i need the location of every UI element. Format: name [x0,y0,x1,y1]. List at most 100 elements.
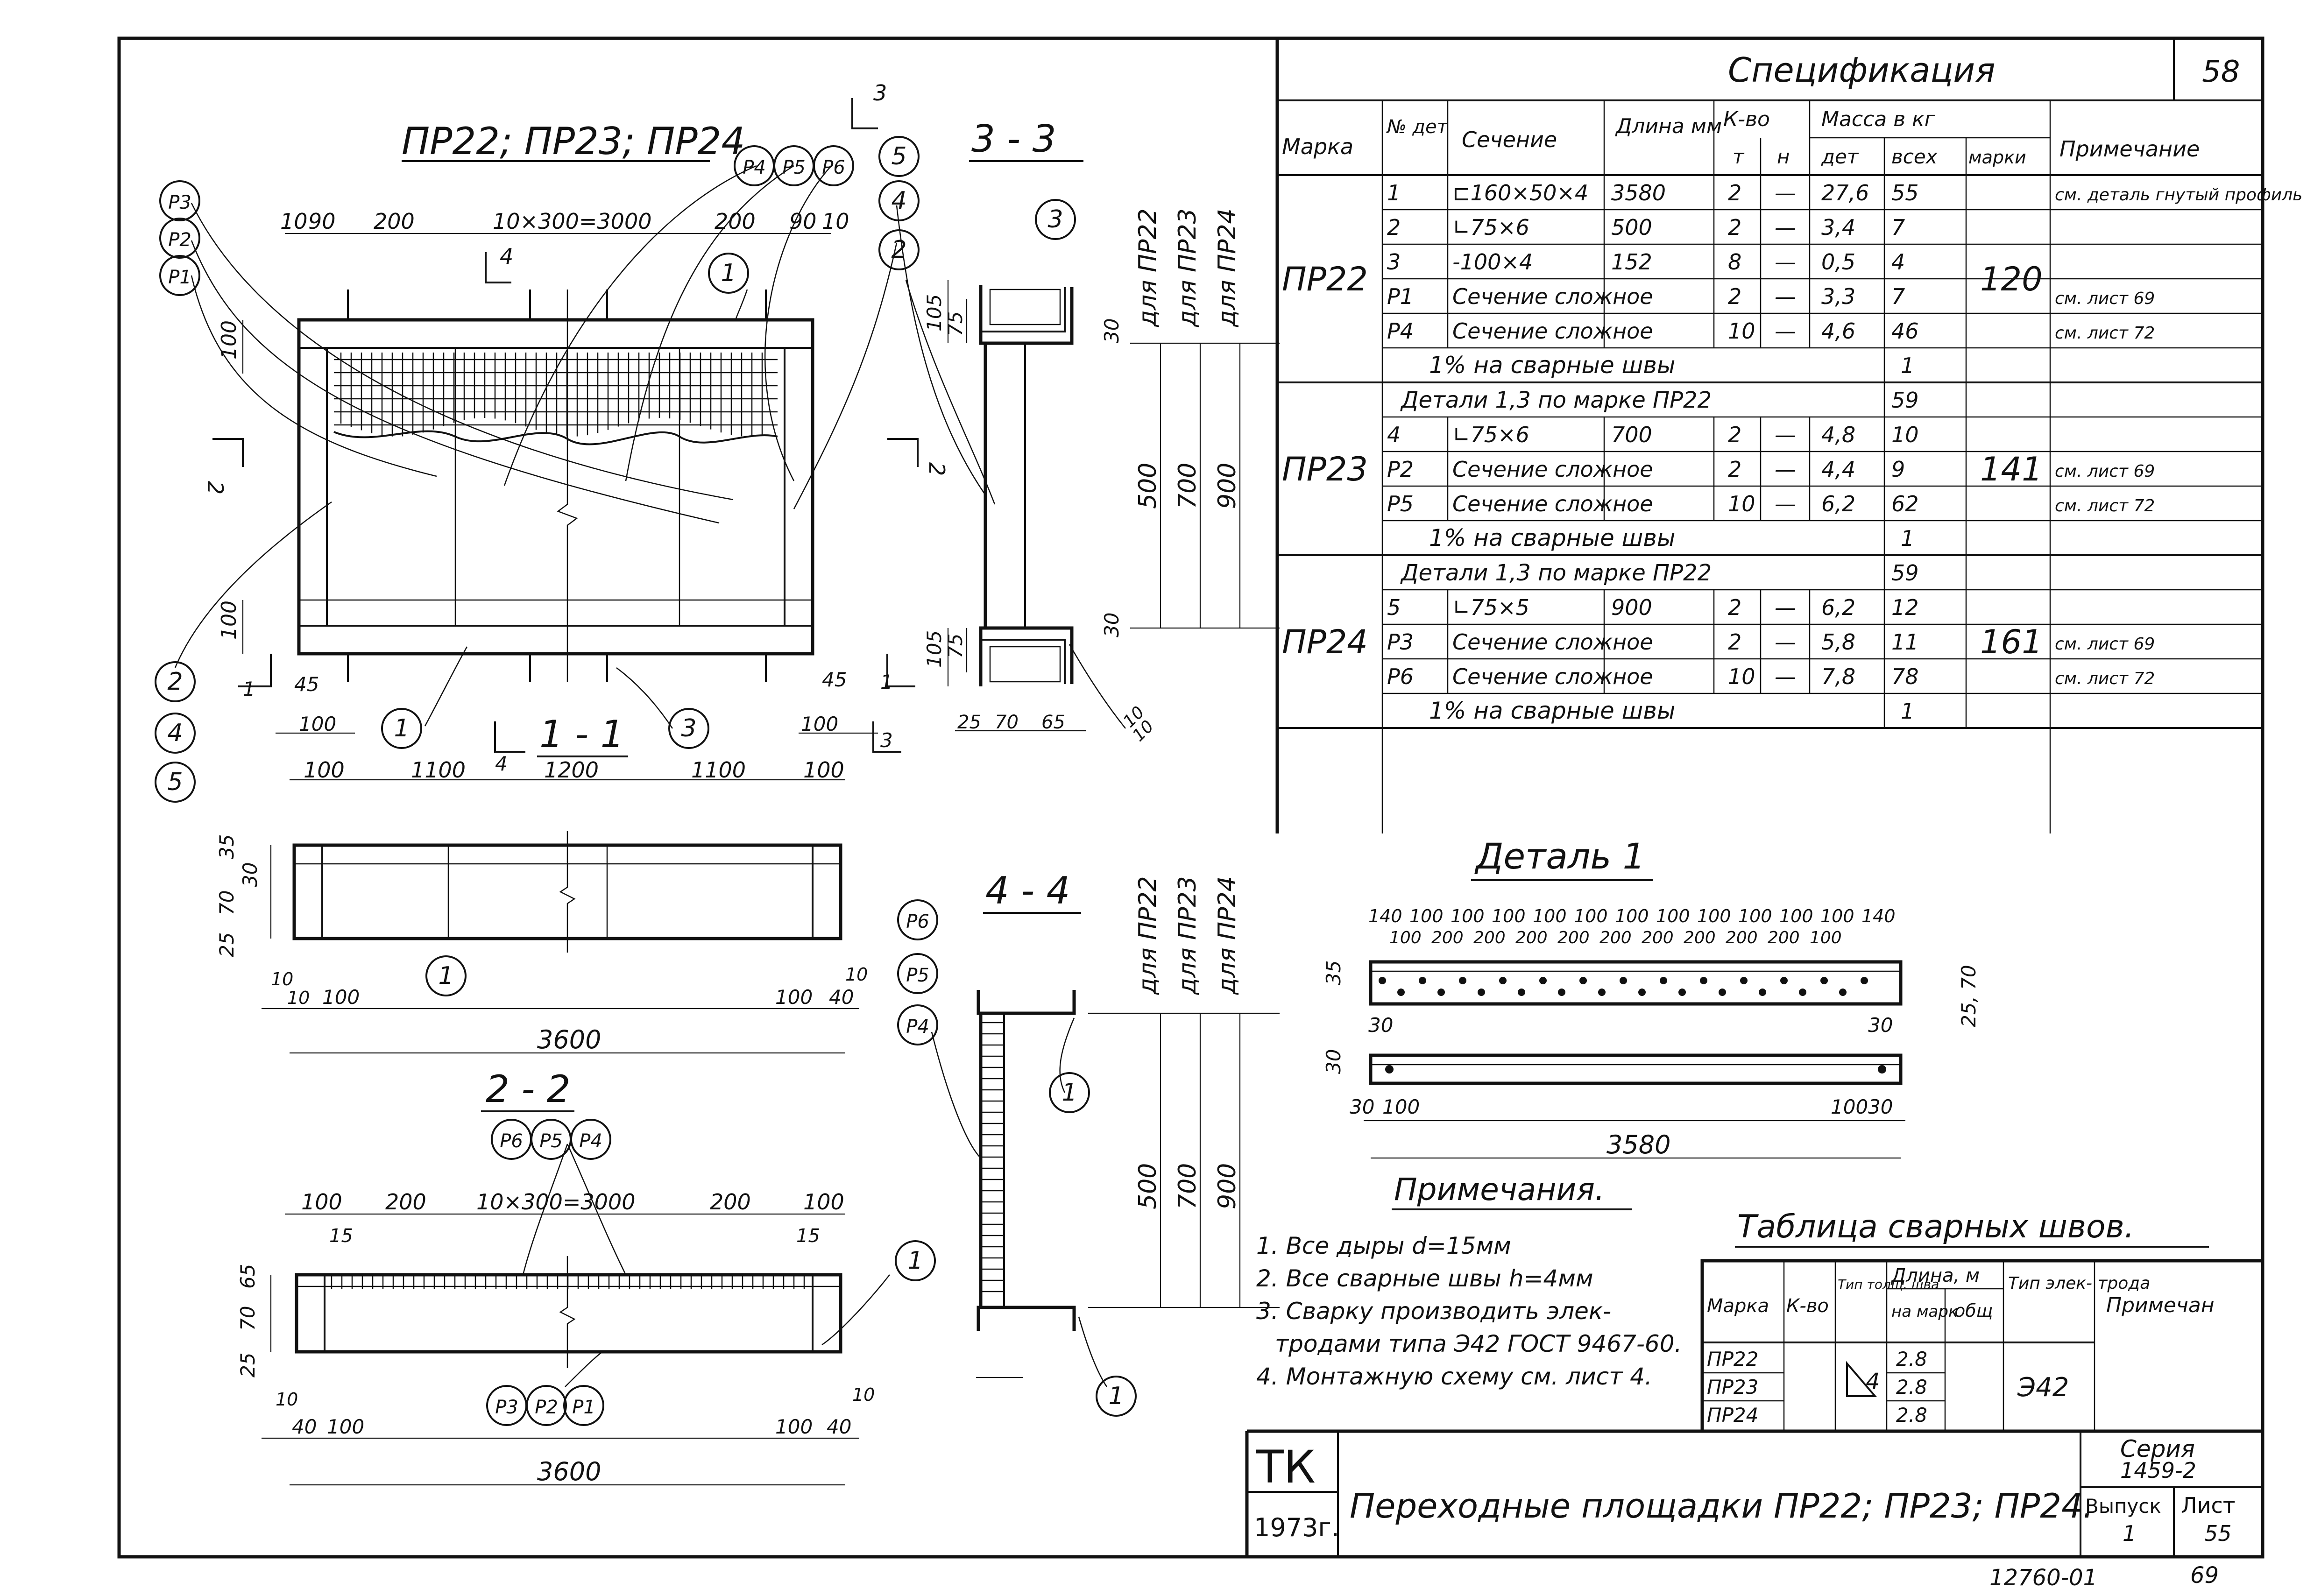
s4-for-pr24: для ПР24 [1213,876,1241,995]
d1-dim-100-a: 100 [1382,1095,1420,1118]
callout-1-s2: 1 [895,1240,936,1281]
plan-dim-45-right: 45 [822,668,847,691]
d1-top-dim-2: 200 [1726,928,1758,947]
weld-row-pr22-mark: ПР22 [1707,1348,1758,1370]
svg-text:Р6: Р6 [906,911,929,932]
sheet-frame [117,36,2265,1559]
weld-header-len-total: общ [1954,1300,1993,1321]
spec-cell-length: 700 [1611,422,1652,447]
spec-cell-note: см. деталь гнутый профиль [2055,185,2302,205]
d1-top-dim-2: 100 [1389,928,1422,947]
note-2: 2. Все сварные швы h=4мм [1256,1265,1593,1292]
plan-dim-90-left: 90 [308,209,336,234]
spec-cell-mass-all: 10 [1891,422,1919,447]
s2-dim-100-a: 100 [327,1415,364,1438]
s4-for-pr22: для ПР22 [1134,876,1162,995]
spec-header-qty-t: т [1733,145,1745,168]
section-3-3: 3 - 3 105 75 30 105 75 30 25 70 65 10 10 [923,117,1280,745]
svg-text:4: 4 [167,719,183,747]
weld-row-pr24-mark: ПР24 [1707,1404,1758,1427]
s1-dim-10-a: 10 [271,969,293,989]
spec-cell-no: 4 [1387,422,1401,447]
weld-symbol-value: 4 [1866,1369,1880,1395]
svg-text:2: 2 [891,236,906,264]
spec-cell-qty-t: 2 [1728,629,1741,655]
plan-dim-90-right: 90 [789,209,817,234]
spec-cell-mass-det: 4,4 [1821,457,1855,482]
plan-dim-100-bottom: 100 [217,600,241,640]
svg-text:1: 1 [438,962,453,990]
spec-weld-value: 1 [1901,526,1914,551]
callout-p5: Р5 [773,145,814,186]
s1-dim-100-b: 100 [775,986,813,1009]
issue-value: 1 [2123,1521,2136,1546]
spec-cell-mass-all: 11 [1891,629,1919,655]
weld-header-electrode: Тип элек- трода [2008,1274,2150,1293]
spec-cell-mass-all: 62 [1891,491,1919,516]
spec-cell-qty-n: — [1775,491,1796,516]
spec-header-mass-mark: марки [1968,147,2026,168]
s1-dim-total: 3600 [537,1025,601,1054]
spec-header-no: № дет [1386,116,1449,138]
spec-cell-mass-det: 6,2 [1821,595,1855,620]
callout-p1-s2: Р1 [563,1385,604,1426]
callout-2: 2 [878,229,920,270]
s3-dim-30-top: 30 [1100,318,1123,343]
s3-dim-25: 25 [957,712,981,733]
section-1-1: 1 - 1 100 1100 1200 1100 100 35 30 70 25… [215,713,868,1054]
plan-dim-100-right: 100 [801,713,838,735]
weld-row-pr23-mark: ПР23 [1707,1376,1758,1398]
s3-h700: 700 [1174,463,1202,509]
svg-text:Р5: Р5 [539,1130,563,1152]
svg-text:Р2: Р2 [535,1397,558,1418]
spec-cell-qty-n: — [1775,180,1796,205]
spec-cell-section: Сечение сложное [1452,664,1653,689]
s3-h900: 900 [1213,463,1241,509]
spec-cell-mass-det: 0,5 [1821,249,1855,275]
s1-dim-100-a: 100 [322,986,360,1009]
plan-dim-200-right: 200 [715,209,756,234]
section-2-2-title: 2 - 2 [486,1067,571,1111]
spec-cell-no: Р1 [1387,284,1414,309]
d1-top-dim-2: 200 [1642,928,1674,947]
spec-cell-mass-all: 9 [1891,457,1905,482]
d1-top-dim-1: 100 [1409,906,1444,926]
spec-cell-qty-t: 8 [1728,249,1741,275]
spec-cell-no: 2 [1387,215,1401,240]
weld-row-pr23-len: 2.8 [1896,1376,1927,1398]
spec-cell-qty-t: 10 [1728,318,1755,344]
d1-top-dim-2: 200 [1431,928,1464,947]
spec-weld-text: 1% на сварные швы [1429,524,1675,551]
spec-header-note: Примечание [2059,136,2200,162]
spec-weld-text: 1% на сварные швы [1429,697,1675,724]
d1-top-dim-1: 100 [1615,906,1649,926]
section-2-2: 2 - 2 100 200 10×300=3000 200 100 15 15 … [236,1067,890,1486]
callout-4: 4 [878,180,920,221]
spec-cell-qty-t: 10 [1728,664,1755,689]
spec-cell-section: Сечение сложное [1452,491,1653,516]
svg-text:Р4: Р4 [906,1016,929,1038]
spec-cell-mass-all: 7 [1891,215,1905,240]
weld-header-length: Длина, м [1890,1265,1980,1286]
spec-cell-no: 5 [1387,595,1401,620]
weld-header-note: Примечан [2106,1293,2215,1317]
spec-group-header-value: 59 [1891,388,1919,413]
s2-dim-100-right: 100 [803,1189,844,1215]
spec-cell-note: см. лист 69 [2055,289,2155,308]
weld-header-qty: К-во [1786,1295,1829,1317]
spec-cell-no: Р5 [1387,491,1414,516]
d1-top-dim-2: 200 [1515,928,1548,947]
callout-2-left: 2 [155,661,196,702]
section-4-4-title: 4 - 4 [985,869,1070,912]
callout-1-s1: 1 [425,955,467,996]
section-mark-2-right: 2 [924,462,949,476]
d1-dim-100-b: 100 [1831,1095,1868,1118]
spec-cell-mass-det: 27,6 [1821,180,1869,205]
callout-5-left: 5 [155,762,196,803]
spec-group-mark: ПР23 [1282,450,1368,488]
s2-dim-40-left: 40 [292,1415,317,1438]
svg-text:1: 1 [394,714,409,742]
callout-p6-s2: Р6 [491,1119,532,1160]
